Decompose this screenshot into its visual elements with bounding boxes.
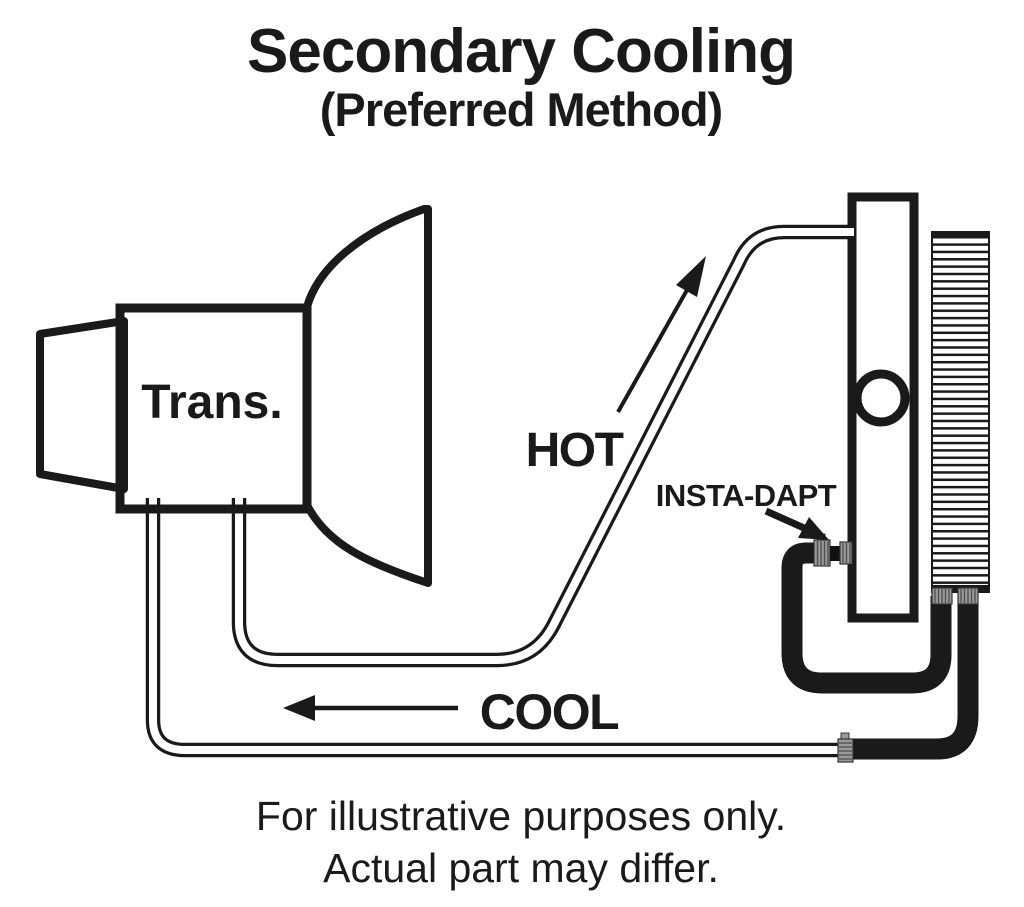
- cooler-inlet-clamp: [931, 587, 953, 605]
- cooler-core-fins: [931, 232, 990, 593]
- tank-to-cooler-hose: [781, 542, 952, 694]
- page-subtitle: (Preferred Method): [320, 83, 722, 136]
- insta-dapt-arrow: [764, 507, 829, 540]
- hot-label: HOT: [526, 424, 624, 477]
- cool-label: COOL: [480, 684, 618, 740]
- transmission-body: [115, 303, 312, 514]
- transmission-label: Trans.: [141, 376, 282, 429]
- cool-arrow: [283, 695, 458, 721]
- fitting-nipple: [830, 546, 840, 561]
- hot-tube-core: [235, 228, 854, 664]
- hot-arrow: [616, 256, 706, 413]
- cooler-core-top-bar: [931, 231, 990, 237]
- return-line-clamp: [837, 732, 854, 763]
- radiator-tank: [847, 192, 919, 623]
- bellhousing: [303, 205, 432, 587]
- cooler-return-hose: [851, 596, 979, 760]
- cool-tube-core: [149, 498, 845, 754]
- footer-note-line1: For illustrative purposes only.: [256, 793, 786, 839]
- footer-note-line2: Actual part may differ.: [323, 845, 719, 891]
- cooler-outlet-clamp: [957, 587, 979, 605]
- filler-neck-circle: [852, 369, 910, 427]
- insta-dapt-label: INSTA-DAPT: [656, 478, 837, 513]
- page-title: Secondary Cooling: [247, 17, 795, 86]
